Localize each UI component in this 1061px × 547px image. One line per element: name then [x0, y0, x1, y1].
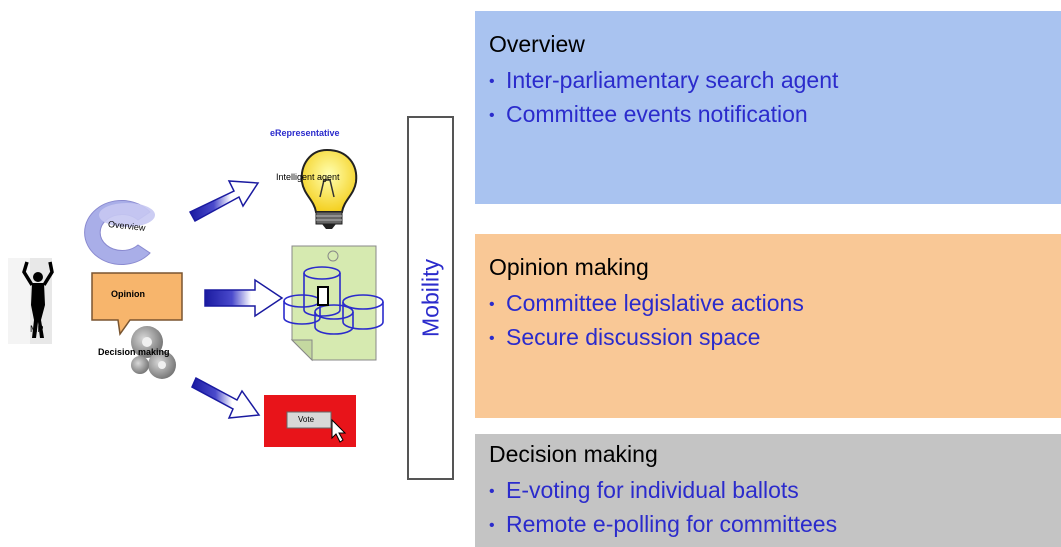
decision-item: E-voting for individual ballots: [489, 474, 1061, 508]
opinion-list: Committee legislative actions Secure dis…: [489, 287, 1061, 355]
opinion-item: Committee legislative actions: [489, 287, 1061, 321]
mobility-box: Mobility: [407, 116, 454, 480]
lightbulb-icon: [300, 148, 358, 229]
decision-item: Remote e-polling for committees: [489, 508, 1061, 542]
decision-panel: Decision making E-voting for individual …: [475, 434, 1061, 547]
opinion-item: Secure discussion space: [489, 321, 1061, 355]
overview-panel-title: Overview: [489, 31, 585, 57]
mp-figure: [8, 258, 54, 344]
opinion-panel: Opinion making Committee legislative act…: [475, 234, 1061, 418]
vote-panel: [264, 395, 356, 447]
arrow-to-database: [204, 278, 284, 318]
process-diagram: [8, 148, 384, 447]
opinion-panel-title: Opinion making: [489, 254, 649, 280]
decision-panel-title: Decision making: [489, 441, 658, 467]
gears-icon: [131, 326, 176, 379]
overview-item: Inter-parliamentary search agent: [489, 64, 1061, 98]
opinion-bubble: [91, 272, 183, 336]
decision-label: Decision making: [98, 347, 170, 357]
decision-list: E-voting for individual ballots Remote e…: [489, 474, 1061, 542]
database-document-icon: [283, 245, 384, 362]
opinion-label: Opinion: [111, 289, 145, 299]
intelligent-agent-label: Intelligent agent: [276, 172, 340, 182]
arrow-to-agent: [188, 180, 260, 223]
mp-label: MP: [30, 324, 44, 334]
erepresentative-label: eRepresentative: [270, 128, 340, 138]
overview-list: Inter-parliamentary search agent Committ…: [489, 64, 1061, 132]
vote-label: Vote: [298, 415, 315, 424]
arrow-to-vote: [191, 376, 261, 419]
mobility-label: Mobility: [417, 259, 443, 337]
overview-item: Committee events notification: [489, 98, 1061, 132]
overview-disc: [84, 200, 155, 265]
overview-panel: Overview Inter-parliamentary search agen…: [475, 11, 1061, 204]
